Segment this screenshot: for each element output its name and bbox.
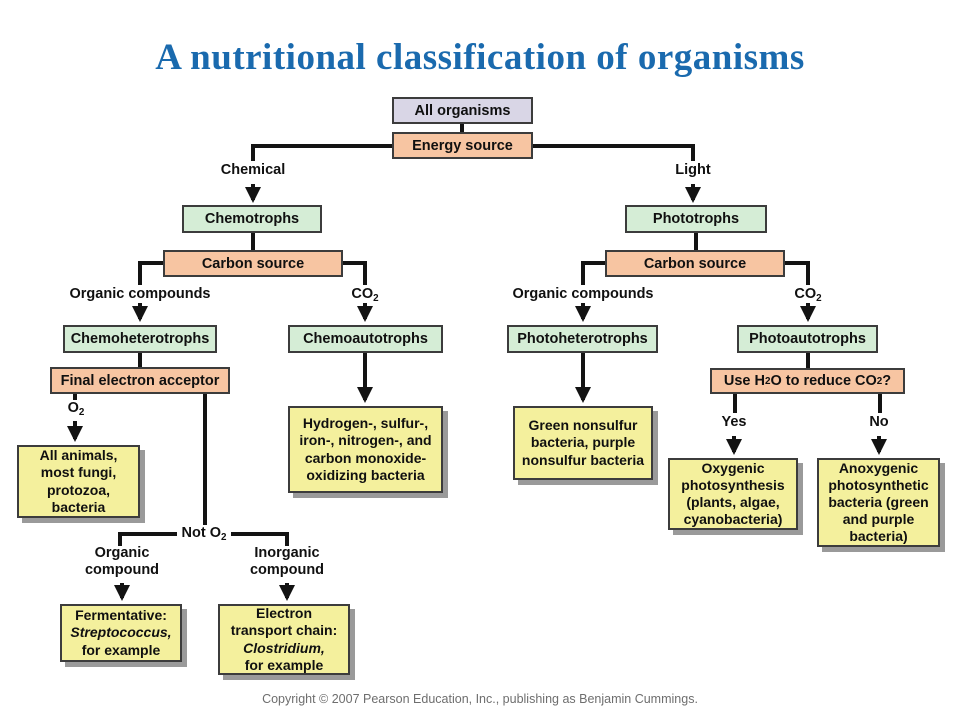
label-not-o2-text: Not O	[181, 525, 221, 541]
label-no: No	[869, 414, 889, 430]
label-not-o2-subscript: 2	[220, 532, 227, 544]
node-all-organisms: All organisms	[392, 97, 533, 124]
connector-carbonsourceR-organic	[581, 261, 606, 285]
label-co2-right-subscript: 2	[816, 293, 822, 305]
use-h2o-text-1: Use H	[723, 373, 765, 389]
label-organic-compounds-left: Organic compounds	[69, 286, 211, 302]
electron-transport-genus: Clostridium,	[243, 639, 325, 656]
node-energy-source: Energy source	[392, 132, 533, 159]
result-anoxygenic-photosynthetic-bacteria: Anoxygenic photosynthetic bacteria (gree…	[817, 458, 940, 547]
label-inorganic-compound: Inorganic compound	[249, 545, 325, 578]
electron-transport-line-1: Electron transport chain:	[230, 605, 338, 639]
use-h2o-text-3: ?	[882, 373, 892, 389]
node-final-electron-acceptor: Final electron acceptor	[50, 367, 230, 394]
node-carbon-source-left: Carbon source	[163, 250, 343, 277]
electron-transport-line-3: for example	[244, 656, 324, 673]
connector-energysource-chemical	[251, 144, 392, 161]
use-h2o-text-2: O to reduce CO	[770, 373, 877, 389]
fermentative-line-3: for example	[81, 641, 161, 658]
label-co2-left: CO2	[351, 286, 378, 304]
use-h2o-subscript-2: 2	[876, 375, 883, 387]
label-co2-left-text: CO	[351, 286, 374, 302]
node-photoautotrophs: Photoautotrophs	[737, 325, 878, 353]
connector-noto2-inorganiccompound	[231, 532, 289, 546]
label-chemical: Chemical	[220, 162, 286, 178]
label-co2-right: CO2	[794, 286, 821, 304]
label-o2-text: O	[67, 400, 79, 416]
result-all-animals: All animals, most fungi, protozoa, bacte…	[17, 445, 140, 518]
fermentative-genus: Streptococcus,	[70, 624, 172, 641]
node-chemotrophs: Chemotrophs	[182, 205, 322, 233]
label-co2-right-text: CO	[794, 286, 817, 302]
result-hydrogen-oxidizing-bacteria: Hydrogen-, sulfur-, iron-, nitrogen-, an…	[288, 406, 443, 493]
label-o2: O2	[68, 400, 85, 418]
result-electron-transport-chain: Electron transport chain: Clostridium, f…	[218, 604, 350, 675]
copyright-notice: Copyright © 2007 Pearson Education, Inc.…	[262, 692, 698, 706]
result-fermentative: Fermentative: Streptococcus, for example	[60, 604, 182, 662]
node-chemoautotrophs: Chemoautotrophs	[288, 325, 443, 353]
label-light: Light	[675, 162, 711, 178]
fermentative-line-1: Fermentative:	[75, 607, 167, 624]
label-yes: Yes	[721, 414, 747, 430]
result-green-purple-nonsulfur-bacteria: Green nonsulfur bacteria, purple nonsulf…	[513, 406, 653, 480]
node-carbon-source-right: Carbon source	[605, 250, 785, 277]
connector-energysource-light	[533, 144, 695, 161]
label-o2-subscript: 2	[78, 407, 85, 419]
node-chemoheterotrophs: Chemoheterotrophs	[63, 325, 217, 353]
connector-carbonsourceL-organic	[138, 261, 164, 285]
label-not-o2: Not O2	[182, 525, 227, 543]
connector-carbonsourceL-co2	[342, 261, 367, 285]
use-h2o-subscript-1: 2	[764, 375, 771, 387]
label-co2-left-subscript: 2	[373, 293, 379, 305]
connector-noto2-organiccompound	[118, 532, 177, 546]
result-oxygenic-photosynthesis: Oxygenic photosynthesis (plants, algae, …	[668, 458, 798, 530]
node-phototrophs: Phototrophs	[625, 205, 767, 233]
label-organic-compound: Organic compound	[84, 545, 160, 578]
page-title: A nutritional classification of organism…	[155, 37, 805, 78]
label-organic-compounds-right: Organic compounds	[512, 286, 654, 302]
node-photoheterotrophs: Photoheterotrophs	[507, 325, 658, 353]
connector-carbonsourceR-co2	[784, 261, 810, 285]
